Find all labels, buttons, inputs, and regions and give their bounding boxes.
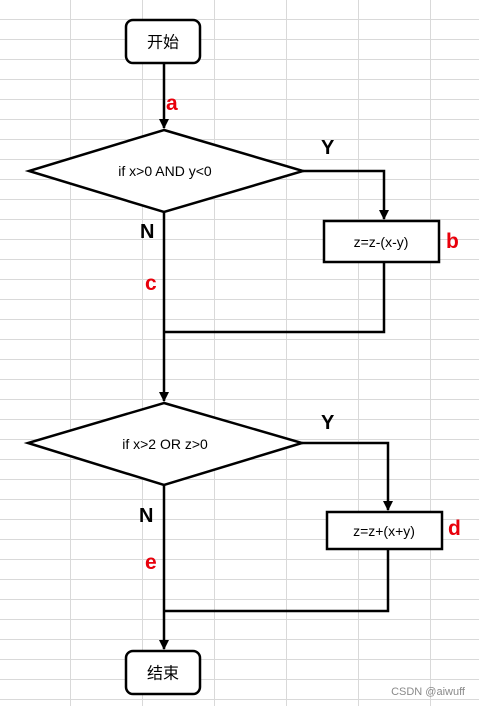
end-node-label: 结束 xyxy=(147,664,179,683)
process-node-2 xyxy=(325,510,444,551)
branch-label-d1-no: N xyxy=(140,221,154,243)
connector-decision2-yes xyxy=(302,441,393,511)
decision-node-1-label: if x>0 AND y<0 xyxy=(118,163,212,179)
path-label-a: a xyxy=(166,92,178,115)
connector-process1-merge xyxy=(164,262,386,334)
connector-decision1-yes xyxy=(303,169,389,220)
path-label-b: b xyxy=(446,230,459,253)
branch-label-d2-yes: Y xyxy=(321,412,335,434)
decision-node-2-label: if x>2 OR z>0 xyxy=(122,436,208,452)
start-node-label: 开始 xyxy=(147,33,179,52)
process-node-2-label: z=z+(x+y) xyxy=(353,523,415,539)
end-node xyxy=(124,649,202,696)
decision-node-2 xyxy=(23,401,307,487)
path-label-c: c xyxy=(145,272,157,295)
start-node xyxy=(124,18,202,65)
path-label-e: e xyxy=(145,551,157,574)
branch-label-d2-no: N xyxy=(139,505,153,527)
process-node-1 xyxy=(322,219,441,264)
branch-label-d1-yes: Y xyxy=(321,137,335,159)
process-node-1-label: z=z-(x-y) xyxy=(354,234,409,250)
path-label-d: d xyxy=(448,517,461,540)
decision-node-1 xyxy=(24,128,308,214)
connector-process2-merge xyxy=(164,549,390,613)
watermark: CSDN @aiwuff xyxy=(391,686,465,698)
